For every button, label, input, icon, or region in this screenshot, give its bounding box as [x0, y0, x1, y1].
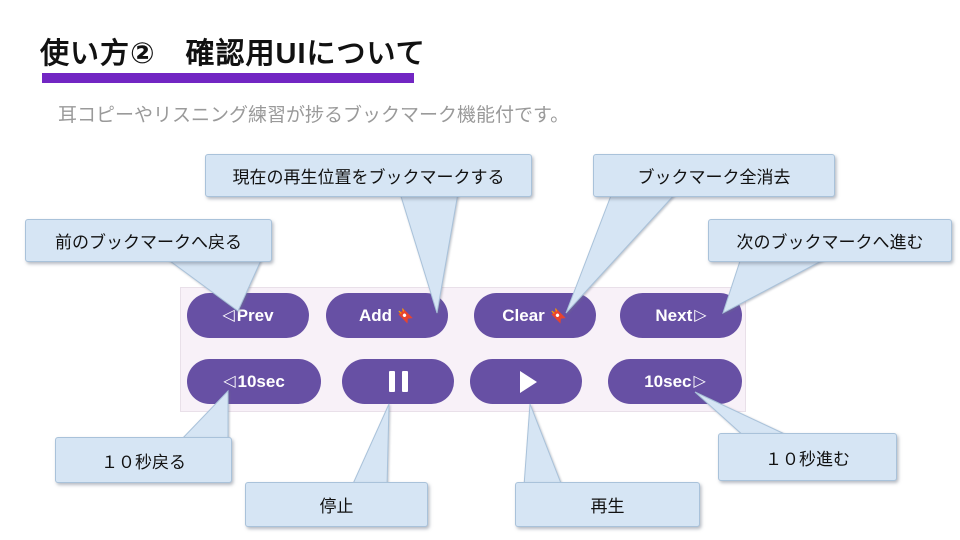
callout-bookmark-prev: 前のブックマークへ戻る: [25, 219, 272, 262]
add-bookmark-button[interactable]: Add: [326, 293, 448, 338]
callout-seek-back: １０秒戻る: [55, 437, 232, 483]
right-triangle-icon: ▷: [694, 304, 707, 324]
play-icon: [520, 370, 537, 393]
next-bookmark-button[interactable]: Next▷: [620, 293, 742, 338]
left-triangle-icon: ◁: [222, 304, 235, 324]
pause-button[interactable]: [342, 359, 454, 404]
callout-bookmark-add: 現在の再生位置をブックマークする: [205, 154, 532, 197]
prev-button-label: Prev: [236, 305, 274, 325]
add-button-label: Add: [358, 305, 393, 325]
play-button[interactable]: [470, 359, 582, 404]
callout-tail-play: [523, 403, 563, 487]
pause-icon: [388, 371, 408, 392]
right-triangle-icon: ▷: [693, 370, 706, 390]
bookmark-icon: [396, 307, 415, 326]
left-triangle-icon: ◁: [223, 370, 236, 390]
title-underline: [42, 73, 414, 83]
bookmark-icon: [549, 307, 568, 326]
next-button-label: Next: [655, 305, 693, 325]
fwd10-button-label: 10sec: [644, 371, 692, 391]
clear-button-label: Clear: [502, 305, 545, 325]
callout-seek-forward: １０秒進む: [718, 433, 897, 481]
clear-bookmarks-button[interactable]: Clear: [474, 293, 596, 338]
prev-bookmark-button[interactable]: ◁Prev: [187, 293, 309, 338]
seek-forward-10sec-button[interactable]: 10sec▷: [608, 359, 742, 404]
callout-bookmark-clear: ブックマーク全消去: [593, 154, 835, 197]
callout-tail-pause: [351, 403, 390, 487]
page-subtitle: 耳コピーやリスニング練習が捗るブックマーク機能付です。: [58, 105, 570, 126]
seek-back-10sec-button[interactable]: ◁10sec: [187, 359, 321, 404]
page-title: 使い方② 確認用UIについて: [40, 38, 426, 70]
callout-bookmark-next: 次のブックマークへ進む: [708, 219, 952, 262]
callout-play: 再生: [515, 482, 700, 527]
callout-pause: 停止: [245, 482, 428, 527]
player-panel: ◁Prev Add Clear Next▷ ◁10sec 10sec▷: [180, 287, 746, 412]
back10-button-label: 10sec: [237, 371, 285, 391]
